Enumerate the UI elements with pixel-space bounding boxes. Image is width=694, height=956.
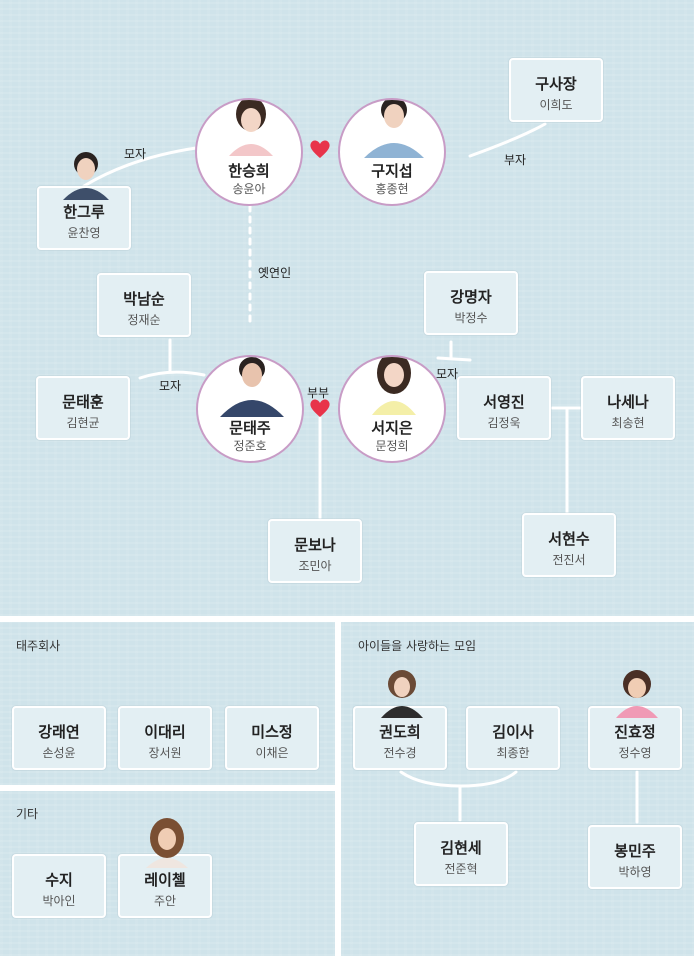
actor-name: 박아인 bbox=[42, 894, 76, 908]
portrait-hangeuru-icon bbox=[63, 152, 109, 200]
character-name: 김이사 bbox=[492, 723, 534, 741]
character-seohyeonsu[interactable]: 서현수 전진서 bbox=[522, 513, 616, 577]
character-name: 김현세 bbox=[440, 839, 482, 857]
portrait-rachel-icon bbox=[146, 818, 188, 868]
character-name: 한그루 bbox=[63, 203, 105, 221]
character-name: 구지섭 bbox=[371, 162, 413, 180]
character-gangmyeongja[interactable]: 강명자 박정수 bbox=[424, 271, 518, 335]
character-card[interactable]: 진효정 정수영 bbox=[588, 670, 682, 770]
character-name: 봉민주 bbox=[614, 842, 656, 860]
actor-name: 주안 bbox=[153, 894, 177, 908]
character-card[interactable]: 이대리 장서원 bbox=[118, 706, 212, 770]
character-name: 진효정 bbox=[614, 723, 656, 741]
connector-lines bbox=[399, 770, 639, 824]
actor-name: 박정수 bbox=[454, 311, 488, 325]
character-card[interactable]: 수지 박아인 bbox=[12, 854, 106, 918]
actor-name: 전수경 bbox=[383, 746, 417, 760]
character-name: 문태훈 bbox=[62, 393, 104, 411]
actor-name: 김정욱 bbox=[487, 416, 521, 430]
character-card[interactable]: 김현세 전준혁 bbox=[414, 822, 508, 886]
portrait-seojieun-icon bbox=[372, 357, 416, 415]
character-seoyeongjin[interactable]: 서영진 김정욱 bbox=[457, 376, 551, 440]
connector-lines bbox=[82, 122, 584, 520]
actor-name: 장서원 bbox=[148, 746, 182, 760]
character-gujiseop[interactable]: 구지섭 홍종현 bbox=[338, 98, 446, 206]
character-parknamsun[interactable]: 박남순 정재순 bbox=[97, 273, 191, 337]
character-name: 서영진 bbox=[483, 393, 525, 411]
relation-label: 옛연인 bbox=[258, 266, 292, 280]
actor-name: 윤찬영 bbox=[67, 226, 101, 240]
relation-label: 모자 bbox=[124, 147, 147, 161]
other-panel: 기타 수지 박아인 레이첼 주안 bbox=[0, 791, 335, 956]
relation-label: 모자 bbox=[436, 367, 459, 381]
actor-name: 이희도 bbox=[539, 98, 573, 112]
portrait-gujiseop-icon bbox=[364, 100, 424, 158]
character-munbona[interactable]: 문보나 조민아 bbox=[268, 519, 362, 583]
company-panel: 태주회사 강래연 손성윤 이대리 장서원 미스정 이채은 bbox=[0, 622, 335, 785]
character-name: 레이첼 bbox=[144, 871, 186, 889]
meeting-panel: 권도희 전수경 김이사 최종한 진효정 정수영 김현세 전준혁 봉민주 박하영 … bbox=[341, 622, 694, 956]
character-name: 권도희 bbox=[379, 723, 421, 741]
character-card[interactable]: 권도희 전수경 bbox=[353, 670, 447, 770]
character-name: 미스정 bbox=[251, 723, 293, 741]
character-nasena[interactable]: 나세나 최송현 bbox=[581, 376, 675, 440]
actor-name: 김현균 bbox=[66, 416, 100, 430]
portrait-hanseunghee-icon bbox=[229, 100, 273, 156]
actor-name: 문정희 bbox=[375, 439, 409, 453]
portrait-muntaeju-icon bbox=[220, 357, 284, 417]
character-hangeuru[interactable]: 한그루 윤찬영 bbox=[37, 152, 131, 250]
actor-name: 정준호 bbox=[233, 439, 267, 453]
character-name: 수지 bbox=[45, 871, 73, 889]
actor-name: 정재순 bbox=[127, 313, 161, 327]
character-card[interactable]: 레이첼 주안 bbox=[118, 818, 212, 918]
character-name: 이대리 bbox=[144, 723, 186, 741]
actor-name: 송윤아 bbox=[232, 182, 266, 196]
relation-label: 부자 bbox=[504, 153, 527, 167]
heart-icon bbox=[310, 399, 330, 417]
portrait-kwondohee-icon bbox=[381, 670, 423, 718]
character-name: 구사장 bbox=[535, 75, 577, 93]
character-name: 박남순 bbox=[123, 290, 165, 308]
relation-label: 모자 bbox=[159, 379, 182, 393]
character-card[interactable]: 봉민주 박하영 bbox=[588, 825, 682, 889]
character-name: 문보나 bbox=[294, 536, 336, 554]
section-title: 아이들을 사랑하는 모임 bbox=[358, 639, 477, 653]
relation-label: 부부 bbox=[307, 386, 330, 400]
actor-name: 박하영 bbox=[618, 865, 652, 879]
character-name: 문태주 bbox=[229, 419, 271, 437]
character-muntaeju[interactable]: 문태주 정준호 bbox=[196, 355, 304, 463]
relationship-panel: 한승희 송윤아 구지섭 홍종현 구사장 이희도 한그루 윤찬영 박남순 정재순 bbox=[0, 0, 694, 616]
actor-name: 전준혁 bbox=[444, 862, 478, 876]
character-name: 서지은 bbox=[371, 419, 413, 437]
character-card[interactable]: 강래연 손성윤 bbox=[12, 706, 106, 770]
character-seojieun[interactable]: 서지은 문정희 bbox=[338, 355, 446, 463]
character-name: 서현수 bbox=[548, 530, 590, 548]
portrait-jinhyojeong-icon bbox=[616, 670, 658, 718]
actor-name: 최송현 bbox=[611, 416, 645, 430]
character-name: 나세나 bbox=[607, 393, 649, 411]
character-gusajang[interactable]: 구사장 이희도 bbox=[509, 58, 603, 122]
character-card[interactable]: 미스정 이채은 bbox=[225, 706, 319, 770]
actor-name: 조민아 bbox=[298, 559, 332, 573]
character-name: 한승희 bbox=[228, 162, 270, 180]
character-muntaehun[interactable]: 문태훈 김현균 bbox=[36, 376, 130, 440]
section-title: 기타 bbox=[16, 807, 39, 821]
character-card[interactable]: 김이사 최종한 bbox=[466, 706, 560, 770]
actor-name: 홍종현 bbox=[375, 182, 409, 196]
section-title: 태주회사 bbox=[16, 639, 61, 653]
actor-name: 손성윤 bbox=[42, 746, 76, 760]
character-name: 강래연 bbox=[38, 723, 80, 741]
character-name: 강명자 bbox=[450, 288, 492, 306]
actor-name: 최종한 bbox=[496, 746, 530, 760]
actor-name: 전진서 bbox=[552, 553, 586, 567]
actor-name: 이채은 bbox=[255, 746, 289, 760]
character-hanseunghee[interactable]: 한승희 송윤아 bbox=[195, 98, 303, 206]
actor-name: 정수영 bbox=[618, 746, 652, 760]
heart-icon bbox=[310, 140, 330, 158]
